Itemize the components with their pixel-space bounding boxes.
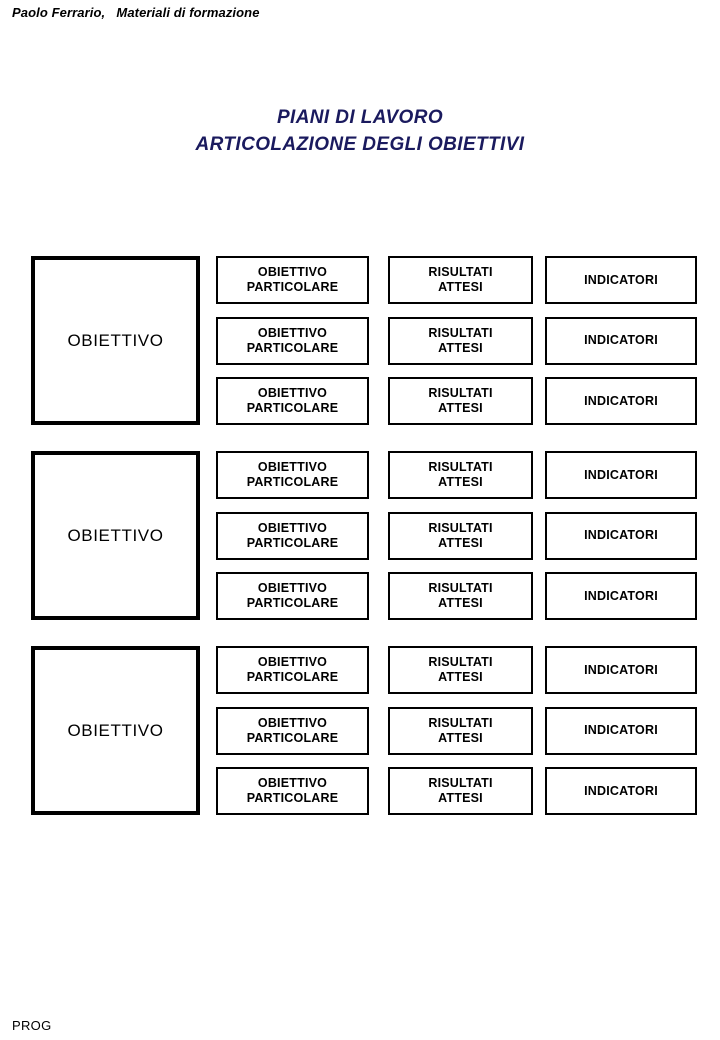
indicators-label: INDICATORI (584, 393, 658, 408)
indicators-label: INDICATORI (584, 783, 658, 798)
expected-results-label: RISULTATI ATTESI (428, 520, 493, 550)
particular-objective-label: OBIETTIVO PARTICOLARE (246, 325, 339, 355)
indicators-label: INDICATORI (584, 723, 658, 737)
indicators-box: INDICATORI (545, 572, 697, 620)
main-objective-box: OBIETTIVO (31, 451, 200, 620)
objective-row: OBIETTIVO PARTICOLARE RISULTATI ATTESI I… (0, 767, 720, 815)
expected-results-label: RISULTATI ATTESI (428, 386, 493, 415)
indicators-box: INDICATORI (545, 767, 697, 815)
expected-results-box: RISULTATI ATTESI (388, 767, 533, 815)
expected-results-label: RISULTATI ATTESI (428, 776, 493, 805)
particular-objective-label: OBIETTIVO PARTICOLARE (246, 520, 339, 550)
particular-objective-label: OBIETTIVO PARTICOLARE (246, 386, 339, 415)
expected-results-label: RISULTATI ATTESI (428, 655, 493, 684)
objective-row: OBIETTIVO PARTICOLARE RISULTATI ATTESI I… (0, 256, 720, 304)
expected-results-box: RISULTATI ATTESI (388, 377, 533, 425)
particular-objective-label: OBIETTIVO PARTICOLARE (246, 655, 339, 684)
expected-results-label: RISULTATI ATTESI (428, 715, 493, 745)
indicators-box: INDICATORI (545, 377, 697, 425)
document-footer: PROG (12, 1018, 52, 1033)
indicators-label: INDICATORI (584, 272, 658, 287)
objective-group: OBIETTIVO OBIETTIVO PARTICOLARE RISULTAT… (0, 256, 720, 425)
particular-objective-box: OBIETTIVO PARTICOLARE (216, 646, 369, 694)
objective-group: OBIETTIVO OBIETTIVO PARTICOLARE RISULTAT… (0, 646, 720, 815)
indicators-box: INDICATORI (545, 256, 697, 304)
indicators-label: INDICATORI (584, 333, 658, 347)
particular-objective-box: OBIETTIVO PARTICOLARE (216, 706, 369, 755)
objective-row: OBIETTIVO PARTICOLARE RISULTATI ATTESI I… (0, 316, 720, 365)
objective-rows: OBIETTIVO PARTICOLARE RISULTATI ATTESI I… (0, 451, 720, 620)
page-title-line-2: ARTICOLAZIONE DEGLI OBIETTIVI (195, 134, 525, 155)
particular-objective-box: OBIETTIVO PARTICOLARE (216, 451, 369, 499)
indicators-box: INDICATORI (545, 316, 697, 365)
expected-results-box: RISULTATI ATTESI (388, 511, 533, 560)
objective-rows: OBIETTIVO PARTICOLARE RISULTATI ATTESI I… (0, 646, 720, 815)
particular-objective-box: OBIETTIVO PARTICOLARE (216, 377, 369, 425)
particular-objective-box: OBIETTIVO PARTICOLARE (216, 256, 369, 304)
main-objective-label: OBIETTIVO (67, 720, 164, 740)
expected-results-box: RISULTATI ATTESI (388, 706, 533, 755)
indicators-label: INDICATORI (584, 467, 658, 482)
indicators-label: INDICATORI (584, 662, 658, 677)
particular-objective-label: OBIETTIVO PARTICOLARE (246, 460, 339, 489)
indicators-box: INDICATORI (545, 511, 697, 560)
indicators-box: INDICATORI (545, 451, 697, 499)
expected-results-box: RISULTATI ATTESI (388, 256, 533, 304)
particular-objective-box: OBIETTIVO PARTICOLARE (216, 572, 369, 620)
expected-results-box: RISULTATI ATTESI (388, 646, 533, 694)
particular-objective-label: OBIETTIVO PARTICOLARE (246, 776, 339, 805)
indicators-label: INDICATORI (584, 588, 658, 603)
page-title-line-1: PIANI DI LAVORO (276, 107, 444, 128)
particular-objective-label: OBIETTIVO PARTICOLARE (246, 715, 339, 745)
expected-results-box: RISULTATI ATTESI (388, 316, 533, 365)
expected-results-label: RISULTATI ATTESI (428, 460, 493, 489)
particular-objective-label: OBIETTIVO PARTICOLARE (246, 581, 339, 610)
expected-results-box: RISULTATI ATTESI (388, 451, 533, 499)
particular-objective-label: OBIETTIVO PARTICOLARE (246, 265, 339, 294)
objective-group: OBIETTIVO OBIETTIVO PARTICOLARE RISULTAT… (0, 451, 720, 620)
document-header: Paolo Ferrario, Materiali di formazione (12, 5, 260, 20)
objective-row: OBIETTIVO PARTICOLARE RISULTATI ATTESI I… (0, 646, 720, 694)
indicators-label: INDICATORI (584, 528, 658, 542)
objective-row: OBIETTIVO PARTICOLARE RISULTATI ATTESI I… (0, 706, 720, 755)
expected-results-label: RISULTATI ATTESI (428, 325, 493, 355)
expected-results-label: RISULTATI ATTESI (428, 265, 493, 294)
indicators-box: INDICATORI (545, 706, 697, 755)
expected-results-box: RISULTATI ATTESI (388, 572, 533, 620)
objective-rows: OBIETTIVO PARTICOLARE RISULTATI ATTESI I… (0, 256, 720, 425)
particular-objective-box: OBIETTIVO PARTICOLARE (216, 511, 369, 560)
objective-row: OBIETTIVO PARTICOLARE RISULTATI ATTESI I… (0, 511, 720, 560)
page-title: PIANI DI LAVORO ARTICOLAZIONE DEGLI OBIE… (0, 104, 720, 158)
main-objective-box: OBIETTIVO (31, 646, 200, 815)
main-objective-label: OBIETTIVO (67, 525, 164, 545)
expected-results-label: RISULTATI ATTESI (428, 581, 493, 610)
objective-row: OBIETTIVO PARTICOLARE RISULTATI ATTESI I… (0, 377, 720, 425)
particular-objective-box: OBIETTIVO PARTICOLARE (216, 316, 369, 365)
objective-row: OBIETTIVO PARTICOLARE RISULTATI ATTESI I… (0, 451, 720, 499)
objectives-diagram: OBIETTIVO OBIETTIVO PARTICOLARE RISULTAT… (0, 256, 720, 815)
particular-objective-box: OBIETTIVO PARTICOLARE (216, 767, 369, 815)
objective-row: OBIETTIVO PARTICOLARE RISULTATI ATTESI I… (0, 572, 720, 620)
main-objective-box: OBIETTIVO (31, 256, 200, 425)
indicators-box: INDICATORI (545, 646, 697, 694)
main-objective-label: OBIETTIVO (67, 330, 164, 350)
